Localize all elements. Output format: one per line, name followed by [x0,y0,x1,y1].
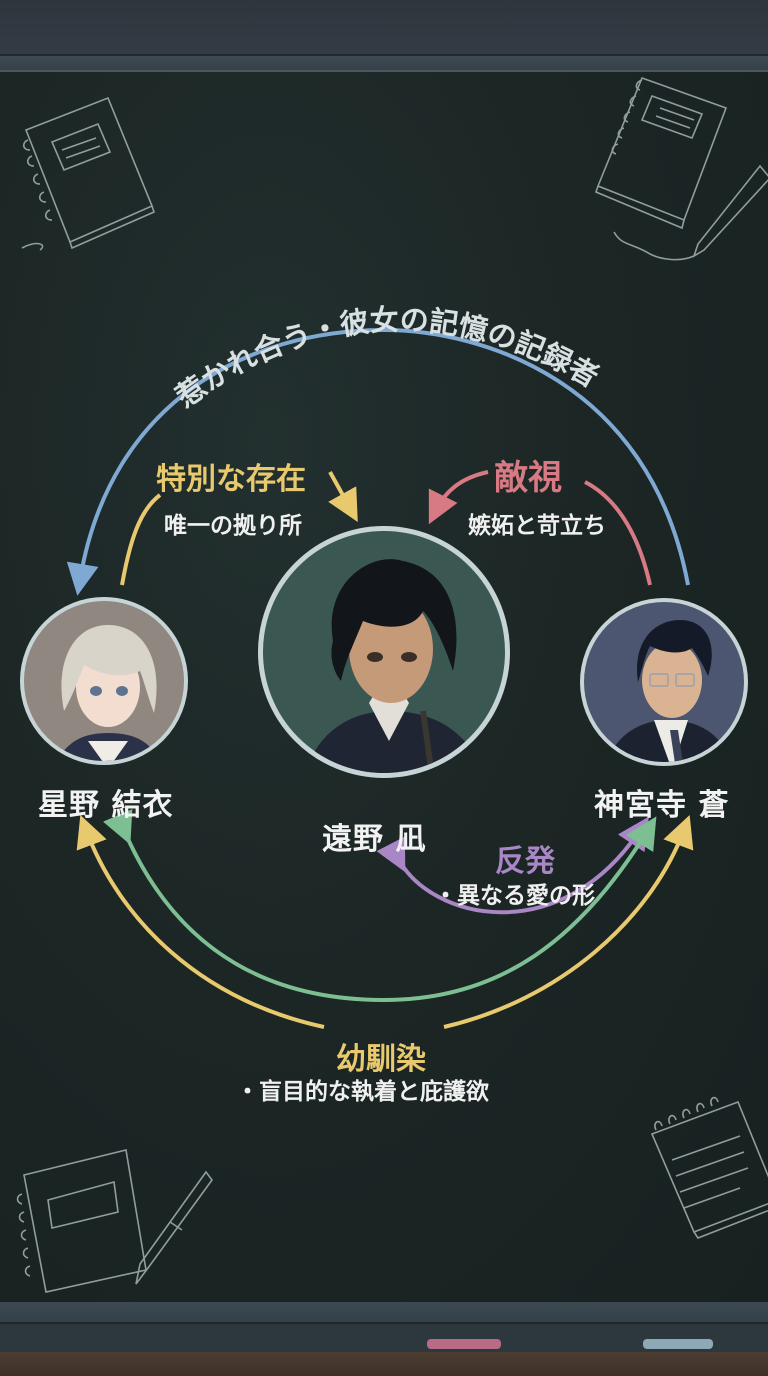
character-name-right: 神宮寺 蒼 [594,788,730,823]
portrait-jinguji-ao [580,598,748,766]
childhood-friends-title: 幼馴染 [336,1042,426,1077]
board-bottom-rail [0,1302,768,1324]
childhood-arrow-green [102,808,657,1003]
silver-haired-girl-portrait-icon [57,625,160,761]
portrait-tono-nagi [258,526,510,778]
chalk-tray [0,1324,768,1352]
special-existence-arrow [328,471,358,522]
childhood-friends-subtitle: ・盲目的な執着と庇護欲 [236,1079,489,1105]
portrait-hoshino-yui [20,597,188,765]
rivalry-subtitle: ・異なる愛の形 [434,883,595,909]
childhood-arrow-yellow-right [443,815,694,1029]
character-name-left: 星野 結衣 [38,788,174,823]
special-existence-title: 特別な存在 [156,462,306,497]
notepad-sketch-icon [650,1096,768,1239]
rivalry-title: 反発 [495,844,555,879]
dark-haired-boy-portrait-icon [305,559,483,773]
hostility-arc-line [584,480,652,586]
notebook-sketch-icon [21,96,155,251]
hostility-subtitle: 嫉妬と苛立ち [468,513,606,539]
pink-chalk-icon [427,1339,501,1349]
special-existence-arrow-line [120,493,162,586]
attraction-label: 惹かれ合う・彼女の記憶の記録者 [170,302,605,414]
hostility-title: 敵視 [494,458,562,498]
special-existence-subtitle: 唯一の拠り所 [164,513,302,539]
notebook-pen-sketch-icon [595,76,768,261]
boy-with-glasses-portrait-icon [606,620,732,762]
blue-chalk-icon [643,1339,713,1349]
rivalry-arrow [376,816,649,915]
notebook-pen-sketch-icon-2 [16,1149,213,1293]
wood-ledge [0,1352,768,1376]
attraction-arc [66,327,690,596]
childhood-arrow-yellow-left [76,815,325,1029]
character-name-center: 遠野 凪 [322,822,427,857]
board-top-rail [0,54,768,72]
hostility-arrow [428,470,489,525]
board-top-frame [0,0,768,54]
